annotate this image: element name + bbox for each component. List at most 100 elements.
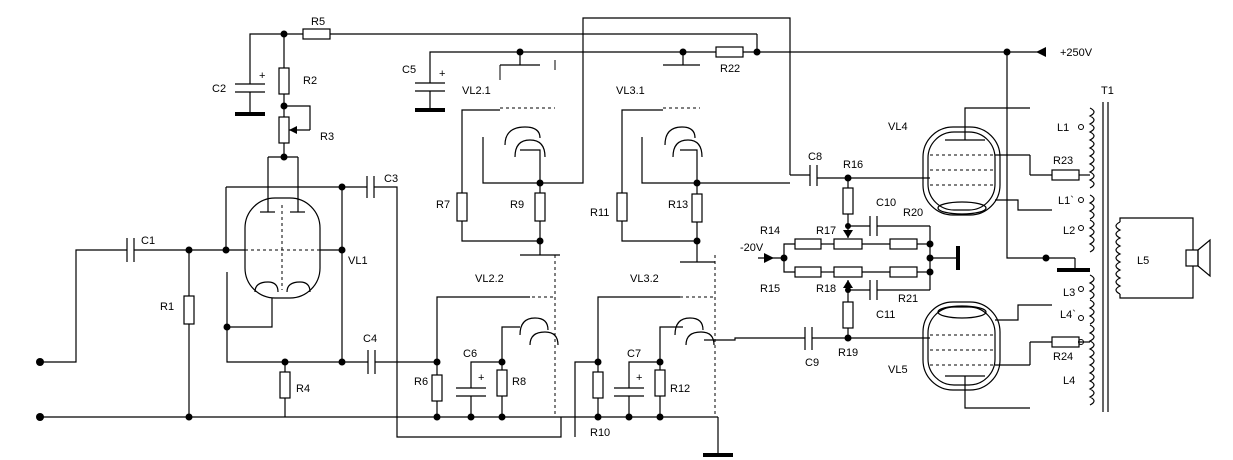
label-r24: R24 (1053, 351, 1073, 363)
label-r2: R2 (303, 75, 317, 87)
resistor-r6[interactable]: R6 (414, 362, 443, 417)
resistor-r14[interactable]: R14 (760, 225, 822, 250)
resistor-r8[interactable]: R8 (496, 362, 526, 417)
label-r13: R13 (668, 199, 688, 211)
capacitor-c4[interactable]: C4 (342, 333, 437, 374)
label-t1: T1 (1101, 85, 1114, 97)
label-vl2-2: VL2.2 (475, 273, 504, 285)
c5-plus: + (439, 68, 445, 80)
supply-minus-20v[interactable]: -20V (740, 242, 784, 263)
label-supply-pos: +250V (1060, 47, 1093, 59)
resistor-r23[interactable]: R23 (1030, 155, 1090, 181)
label-r12: R12 (670, 383, 690, 395)
label-vl3-2: VL3.2 (630, 273, 659, 285)
label-l4p: L4` (1060, 309, 1076, 321)
resistor-r24[interactable]: R24 (1030, 336, 1090, 363)
potentiometer-r18[interactable]: R18 (816, 266, 863, 295)
label-c4: C4 (363, 333, 377, 345)
input-section (36, 249, 733, 457)
capacitor-c3[interactable]: C3 (342, 173, 562, 438)
label-vl1: VL1 (348, 255, 368, 267)
label-c2: C2 (212, 83, 226, 95)
capacitor-c6[interactable]: + C6 (456, 348, 502, 417)
label-l3: L3 (1063, 287, 1075, 299)
label-r10: R10 (590, 427, 610, 439)
label-l2: L2 (1063, 225, 1075, 237)
speaker-icon (1185, 238, 1211, 278)
tube-vl2-2[interactable]: VL2.2 (475, 241, 560, 417)
label-r1: R1 (160, 301, 174, 313)
label-l1p: L1` (1058, 195, 1074, 207)
label-c9: C9 (805, 357, 819, 369)
transformer-t1[interactable]: T1 L1 L1` L2 L3 L4` L4 (1057, 85, 1114, 412)
label-supply-neg: -20V (740, 242, 764, 254)
label-c11: C11 (876, 309, 895, 321)
resistor-r10[interactable]: R10 (590, 362, 610, 439)
label-r14: R14 (760, 225, 780, 237)
label-r9: R9 (510, 199, 524, 211)
resistor-r1[interactable]: R1 (160, 246, 195, 421)
supply-plus-250v[interactable]: +250V (1007, 47, 1093, 59)
tube-vl5[interactable]: VL5 (888, 301, 1001, 391)
tube-vl1[interactable]: VL1 (244, 197, 368, 299)
label-l1: L1 (1057, 122, 1069, 134)
label-r22: R22 (720, 63, 740, 75)
label-r20: R20 (903, 207, 923, 219)
c6-plus: + (478, 372, 484, 384)
label-l5: L5 (1137, 255, 1149, 267)
resistor-r16[interactable]: R16 (842, 159, 863, 238)
label-c5: C5 (402, 64, 416, 76)
label-r21: R21 (898, 293, 918, 305)
capacitor-c11[interactable]: C11 (848, 280, 930, 321)
resistor-r2[interactable]: R2 (278, 34, 317, 106)
resistor-r4[interactable]: R4 (279, 362, 310, 417)
tube-vl4[interactable]: VL4 (888, 121, 1001, 216)
c7-plus: + (636, 372, 642, 384)
resistor-r15[interactable]: R15 (760, 266, 822, 295)
label-c6: C6 (463, 348, 477, 360)
label-vl2-1: VL2.1 (462, 85, 491, 97)
label-r19: R19 (838, 347, 858, 359)
c2-plus: + (259, 70, 265, 82)
label-vl5: VL5 (888, 364, 908, 376)
secondary-l5[interactable]: L5 (1115, 217, 1194, 299)
capacitor-c8[interactable]: C8 (790, 151, 930, 186)
capacitor-c5[interactable]: + C5 (402, 51, 520, 112)
resistor-r22[interactable]: R22 (715, 46, 1007, 75)
label-r11: R11 (590, 207, 609, 219)
label-c8: C8 (808, 151, 822, 163)
capacitor-c10[interactable]: C10 (848, 197, 930, 236)
label-vl4: VL4 (888, 121, 908, 133)
label-c3: C3 (384, 173, 398, 185)
label-r16: R16 (843, 159, 863, 171)
label-r3: R3 (320, 131, 334, 143)
capacitor-c9[interactable]: C9 (804, 327, 930, 369)
potentiometer-r17[interactable]: R17 (816, 225, 863, 250)
label-c1: C1 (141, 235, 155, 247)
resistor-r7[interactable]: R7 (436, 192, 540, 242)
resistor-r11[interactable]: R11 (590, 192, 697, 242)
label-c7: C7 (627, 348, 641, 360)
tube-vl2-1[interactable]: VL2.1 (462, 52, 556, 158)
resistor-r9[interactable]: R9 (510, 183, 546, 241)
tube-vl3-2[interactable]: VL3.2 (630, 241, 716, 417)
resistor-r13[interactable]: R13 (668, 183, 703, 241)
label-r15: R15 (760, 283, 780, 295)
capacitor-c1[interactable]: C1 (126, 235, 226, 262)
label-l4: L4 (1063, 375, 1075, 387)
resistor-r20[interactable]: R20 (889, 207, 930, 250)
resistor-r12[interactable]: R12 (654, 362, 690, 417)
resistor-r5[interactable]: R5 (284, 16, 757, 40)
tube-vl3-1[interactable]: VL3.1 (616, 52, 703, 158)
label-r17: R17 (816, 225, 836, 237)
potentiometer-r3[interactable]: R3 (278, 105, 334, 157)
label-vl3-1: VL3.1 (616, 85, 645, 97)
label-r4: R4 (296, 383, 310, 395)
resistor-r21[interactable]: R21 (889, 266, 930, 305)
label-c10: C10 (876, 197, 896, 209)
label-r5: R5 (311, 16, 325, 28)
capacitor-c7[interactable]: + C7 (614, 348, 660, 417)
label-r23: R23 (1053, 155, 1073, 167)
capacitor-c2[interactable]: + C2 (212, 33, 284, 116)
label-r6: R6 (414, 376, 428, 388)
